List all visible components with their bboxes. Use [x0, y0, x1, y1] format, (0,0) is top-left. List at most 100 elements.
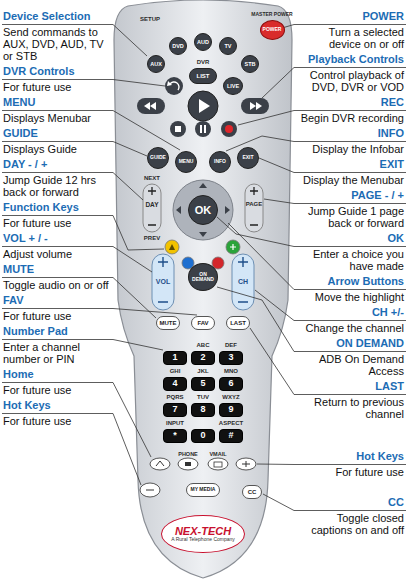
button-text: 8 — [200, 405, 205, 415]
remote-button: POWER — [260, 20, 285, 40]
button-text: LIST — [197, 73, 210, 80]
button-text: 0 — [200, 431, 205, 441]
callout-description: Display the Infobar — [296, 143, 404, 155]
callout-heading: Function Keys — [3, 201, 113, 214]
callout-heading: Playback Controls — [296, 53, 404, 66]
remote-button: MUTE — [156, 316, 180, 330]
remote-button: 3 — [219, 351, 243, 365]
remote-marking: PAGE — [246, 201, 263, 208]
button-text: A Rural Telephone Company — [171, 537, 235, 543]
leader-line — [217, 287, 406, 352]
remote-button: LIVE — [223, 77, 243, 95]
button-text: VOL — [156, 278, 170, 286]
remote-button: DVD — [169, 37, 187, 55]
callout-heading: PAGE - / + — [296, 189, 404, 202]
remote-button: ON DEMAND — [188, 263, 218, 291]
callout-heading: DVR Controls — [3, 65, 113, 78]
leader-line — [250, 328, 406, 395]
callout-description: For future use — [3, 81, 113, 93]
callout-description: For future use — [3, 415, 113, 427]
callout-heading: Number Pad — [3, 325, 113, 338]
callout-heading: GUIDE — [3, 127, 113, 140]
callout-heading: MUTE — [3, 263, 113, 276]
button-text: 1 — [172, 353, 177, 363]
button-text: 7 — [172, 405, 177, 415]
callout-heading: Device Selection — [3, 10, 113, 23]
button-text: 4 — [172, 379, 177, 389]
callout-heading: VOL + / - — [3, 232, 113, 245]
button-text: MUTE — [160, 320, 177, 327]
callout-description: Display the Menubar — [296, 174, 404, 186]
leader-line — [2, 383, 151, 458]
remote-button: MY MEDIA — [186, 483, 220, 497]
callout-description: For future use — [296, 466, 404, 478]
leader-line — [2, 414, 141, 486]
remote-button: GUIDE — [147, 147, 169, 169]
remote-button: 0 — [191, 429, 215, 443]
remote-button: CH — [232, 275, 254, 289]
remote-marking: GHI — [170, 368, 181, 375]
callout-heading: Arrow Buttons — [296, 275, 404, 288]
remote-button: 9 — [219, 403, 243, 417]
callout-heading: FAV — [3, 294, 113, 307]
remote-marking: ABC — [197, 342, 210, 349]
callout-heading: OK — [296, 232, 404, 245]
button-text: AUD — [197, 39, 209, 45]
remote-marking: JKL — [197, 368, 208, 375]
callout-description: For future use — [3, 384, 113, 396]
callout-description: Toggle audio on or off — [3, 279, 113, 291]
remote-button: 4 — [163, 377, 187, 391]
remote-marking: PREV — [144, 235, 160, 242]
remote-marking: PQRS — [166, 394, 183, 401]
remote-button: LAST — [226, 316, 250, 330]
remote-button: NEX-TECHA Rural Telephone Company — [161, 515, 245, 553]
remote-marking: ASPECT — [219, 420, 243, 427]
callout-description: Displays Guide — [3, 143, 113, 155]
remote-marking: DEF — [225, 342, 237, 349]
callout-heading: CC — [296, 496, 404, 509]
callout-heading: Home — [3, 368, 113, 381]
callout-description: Enter a channel number or PIN — [3, 341, 113, 365]
callout-description: Turn a selected device on or off — [296, 26, 404, 50]
remote-button: STB — [241, 55, 259, 73]
button-text: 3 — [228, 353, 233, 363]
callout-heading: REC — [296, 96, 404, 109]
leader-line — [259, 158, 406, 173]
button-text: GUIDE — [150, 155, 166, 161]
remote-marking: PHONE — [178, 451, 198, 457]
button-text: AUX — [150, 61, 162, 67]
remote-button: 8 — [191, 403, 215, 417]
button-text: ON DEMAND — [191, 272, 215, 283]
callout-description: For future use — [3, 217, 113, 229]
callout-description: Adjust volume — [3, 248, 113, 260]
button-text: INFO — [214, 159, 226, 165]
callout-heading: INFO — [296, 127, 404, 140]
callout-heading: CH +/- — [296, 306, 404, 319]
remote-button: OK — [188, 195, 218, 225]
button-text: CH — [238, 278, 248, 286]
remote-marking: INPUT — [166, 420, 184, 427]
remote-button: CC — [242, 485, 262, 499]
button-text: POWER — [263, 27, 282, 33]
button-text: TV — [224, 43, 231, 49]
remote-marking: MNO — [224, 368, 238, 375]
callout-heading: DAY - / + — [3, 158, 113, 171]
leader-line — [2, 142, 147, 157]
callout-heading: POWER — [296, 10, 404, 23]
callout-description: Change the channel — [296, 322, 404, 334]
callout-description: ADB On Demand Access — [296, 353, 404, 377]
button-text: 5 — [200, 379, 205, 389]
button-text: OK — [195, 204, 212, 216]
button-text: DVD — [172, 43, 184, 49]
callout-heading: ON DEMAND — [296, 337, 404, 350]
callout-heading: LAST — [296, 380, 404, 393]
remote-button: EXIT — [237, 147, 259, 169]
remote-marking: DAY — [145, 201, 158, 208]
remote-marking: SETUP — [140, 16, 160, 23]
leader-line — [255, 290, 406, 321]
remote-button: TV — [219, 37, 237, 55]
button-text: FAV — [197, 320, 208, 327]
button-text: EXIT — [242, 155, 253, 161]
remote-button: FAV — [191, 316, 215, 330]
